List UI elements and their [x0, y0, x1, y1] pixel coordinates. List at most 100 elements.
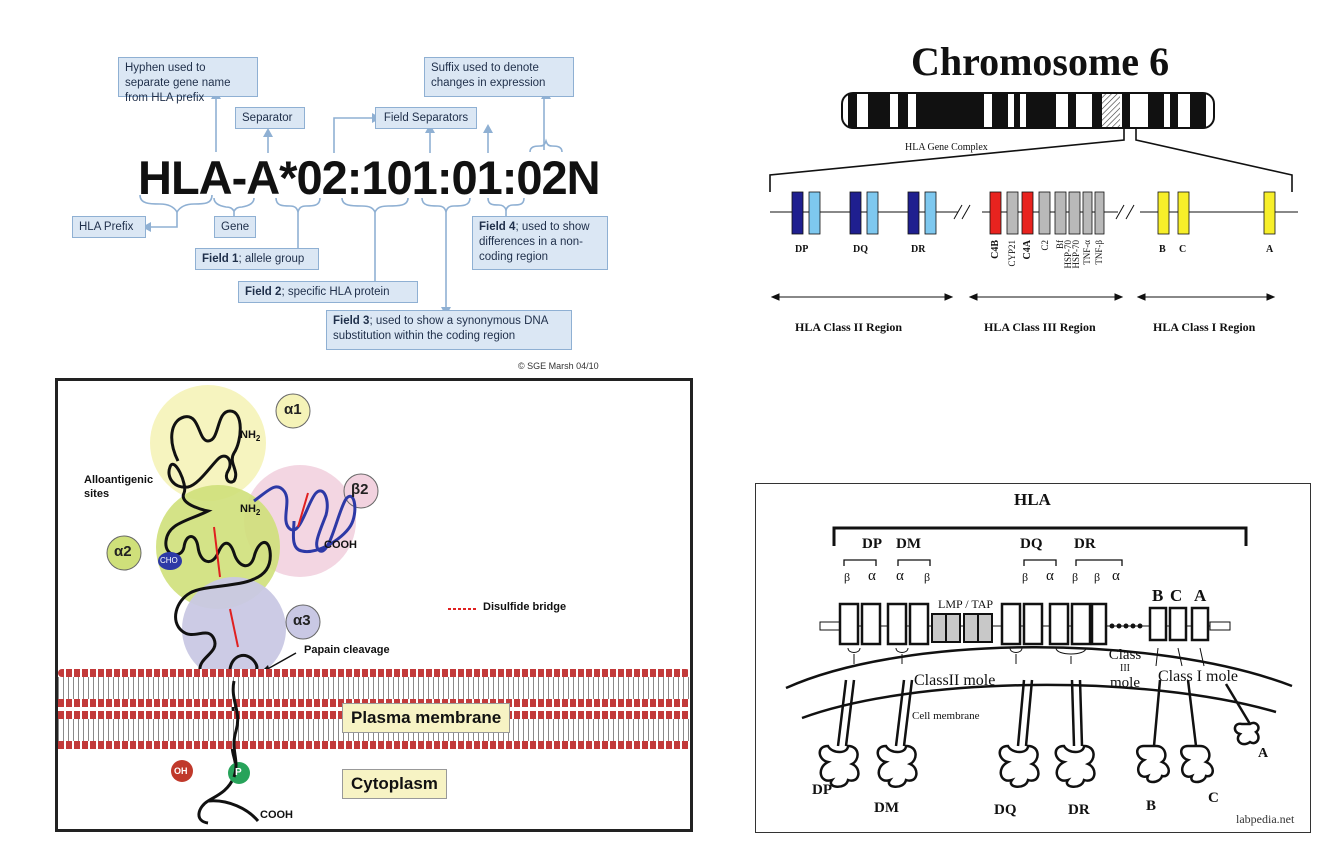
- cho-marker: [158, 552, 182, 570]
- disulfide-label: Disulfide bridge: [483, 601, 567, 613]
- gene-map-panel: HLA DP DM DQ DR β α α β β α β β α LMP / …: [755, 483, 1311, 833]
- class3-numeral: III: [1120, 663, 1130, 674]
- subunit-8: β: [1094, 570, 1101, 584]
- gene-a-label: A: [1266, 244, 1274, 255]
- class2-mole-label: ClassII mole: [914, 672, 996, 689]
- class1-b-label: B: [1152, 586, 1164, 605]
- separator-box: Separator: [235, 107, 305, 129]
- gene-box: Gene: [214, 216, 256, 238]
- alpha2-sphere: [156, 485, 280, 609]
- alpha1-label: α1: [284, 401, 302, 418]
- gene-b-label: B: [1159, 244, 1166, 255]
- cooh-alpha-label: COOH: [260, 809, 293, 821]
- hyphen-note-box: Hyphen used to separate gene name from H…: [118, 57, 258, 104]
- chromosome-title: Chromosome 6: [910, 39, 1170, 84]
- field2-title: Field 2: [245, 286, 282, 298]
- gene-hsp70-label-2: HSP-70: [1071, 240, 1081, 269]
- field4-title: Field 4: [479, 221, 516, 233]
- gene-tnfb-label: TNF-β: [1094, 240, 1104, 265]
- beta2-label: β2: [351, 481, 369, 498]
- cytoplasm-label: Cytoplasm: [342, 769, 447, 799]
- subunit-9: α: [1112, 568, 1120, 584]
- class1-c-label: C: [1170, 586, 1183, 605]
- separator-label: Separator: [242, 112, 293, 124]
- group-dr-label: DR: [1074, 536, 1096, 552]
- gene-label: Gene: [221, 221, 250, 233]
- nomenclature-panel: Hyphen used to separate gene name from H…: [0, 0, 660, 375]
- region-class3-label: HLA Class III Region: [984, 320, 1096, 334]
- field3-desc: ; used to show a synonymous DNA substitu…: [333, 315, 548, 342]
- field3-box: Field 3; used to show a synonymous DNA s…: [326, 310, 572, 350]
- molecule-panel: α1 β2 α2 α3 NH2 NH2 Alloantigenic sites …: [55, 378, 693, 832]
- region-class1-label: HLA Class I Region: [1153, 320, 1256, 334]
- cell-membrane-label: Cell membrane: [912, 710, 980, 722]
- molecule-b-label: B: [1146, 798, 1157, 814]
- molecule-a-label: A: [1258, 746, 1269, 761]
- hla-gene-complex-label: HLA Gene Complex: [905, 142, 988, 153]
- class3-mole: mole: [1110, 675, 1140, 691]
- class3-label: Class III mole: [1104, 647, 1146, 691]
- subunit-1: β: [844, 570, 851, 584]
- nomenclature-credit: © SGE Marsh 04/10: [518, 361, 599, 371]
- lmp-tap-label: LMP / TAP: [938, 597, 994, 611]
- papain-label: Papain cleavage: [304, 644, 390, 656]
- allele-designation: HLA-A*02:101:01:02N: [138, 151, 601, 204]
- subunit-2: α: [868, 568, 876, 584]
- gene-c2-label: C2: [1040, 240, 1050, 251]
- subunit-4: β: [924, 570, 931, 584]
- field3-title: Field 3: [333, 315, 370, 327]
- plasma-membrane-label: Plasma membrane: [342, 703, 511, 733]
- field1-box: Field 1; allele group: [195, 248, 319, 270]
- molecule-dr-label: DR: [1068, 802, 1090, 818]
- group-dm-label: DM: [896, 536, 921, 552]
- alloantigenic-label: Alloantigenic sites: [84, 474, 154, 500]
- transmembrane-segment: [231, 680, 240, 778]
- gene-hsp70-label-1: HSP-70: [1063, 240, 1073, 269]
- subunit-5: β: [1022, 570, 1029, 584]
- molecule-dp-label: DP: [812, 782, 832, 798]
- nh2-top-label: NH2: [240, 429, 261, 444]
- class3-word: Class: [1108, 647, 1142, 663]
- class1-a-label: A: [1194, 586, 1207, 605]
- field1-desc: ; allele group: [238, 253, 305, 265]
- hla-prefix-box: HLA Prefix: [72, 216, 146, 238]
- class1-mole-label: Class I mole: [1158, 668, 1238, 685]
- hyphen-note: Hyphen used to separate gene name from H…: [125, 62, 231, 104]
- alpha2-label: α2: [114, 543, 132, 560]
- field2-desc: ; specific HLA protein: [281, 286, 390, 298]
- field4-desc: ; used to show differences in a non-codi…: [479, 221, 590, 263]
- genemap-credit: labpedia.net: [1236, 812, 1295, 826]
- gene-c-label: C: [1179, 244, 1187, 255]
- gene-dp-label: DP: [795, 244, 809, 255]
- molecule-dq-label: DQ: [994, 802, 1017, 818]
- nh2-mid-label: NH2: [240, 503, 261, 518]
- gene-dr-label: DR: [911, 244, 926, 255]
- field1-title: Field 1: [202, 253, 239, 265]
- gene-cyp21-label: CYP21: [1007, 240, 1017, 267]
- subunit-3: α: [896, 568, 904, 584]
- oh-label: OH: [174, 766, 188, 776]
- field2-box: Field 2; specific HLA protein: [238, 281, 418, 303]
- subunit-7: β: [1072, 570, 1079, 584]
- field4-box: Field 4; used to show differences in a n…: [472, 216, 608, 270]
- gene-c4a-label: C4A: [1022, 240, 1033, 260]
- region-class2-label: HLA Class II Region: [795, 320, 903, 334]
- molecule-c-label: C: [1208, 790, 1219, 806]
- suffix-note-box: Suffix used to denote changes in express…: [424, 57, 574, 97]
- gene-bf-label: Bf: [1055, 240, 1065, 249]
- gene-tnfa-label: TNF-α: [1082, 240, 1092, 265]
- hla-title: HLA: [1014, 490, 1051, 509]
- molecule-diagram: [63, 385, 478, 825]
- subunit-6: α: [1046, 568, 1054, 584]
- p-marker: [228, 762, 250, 784]
- beta2-chain: [253, 485, 357, 554]
- group-dq-label: DQ: [1020, 536, 1043, 552]
- field-separators-label: Field Separators: [383, 112, 469, 124]
- alpha3-label: α3: [293, 612, 311, 629]
- hla-prefix-label: HLA Prefix: [79, 221, 134, 233]
- chromosome-body: [841, 92, 1215, 129]
- cho-label: CHO: [160, 556, 178, 565]
- gene-map-diagram: [785, 526, 1293, 788]
- molecule-dm-label: DM: [874, 800, 899, 816]
- suffix-note: Suffix used to denote changes in express…: [431, 62, 546, 89]
